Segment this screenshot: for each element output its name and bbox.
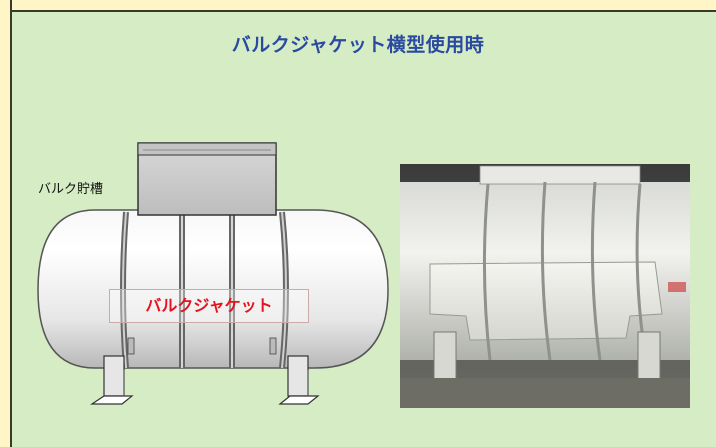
- page-title: バルクジャケット横型使用時: [231, 34, 485, 56]
- valve-box: [137, 142, 277, 216]
- tank-label: バルク貯槽: [38, 182, 104, 197]
- jacket-label: バルクジャケット: [109, 289, 309, 323]
- left-band: [0, 0, 12, 447]
- right-leg: [278, 355, 320, 405]
- bulk-tank-photo-icon: [400, 164, 690, 408]
- left-leg: [90, 355, 134, 405]
- top-band: [0, 0, 716, 12]
